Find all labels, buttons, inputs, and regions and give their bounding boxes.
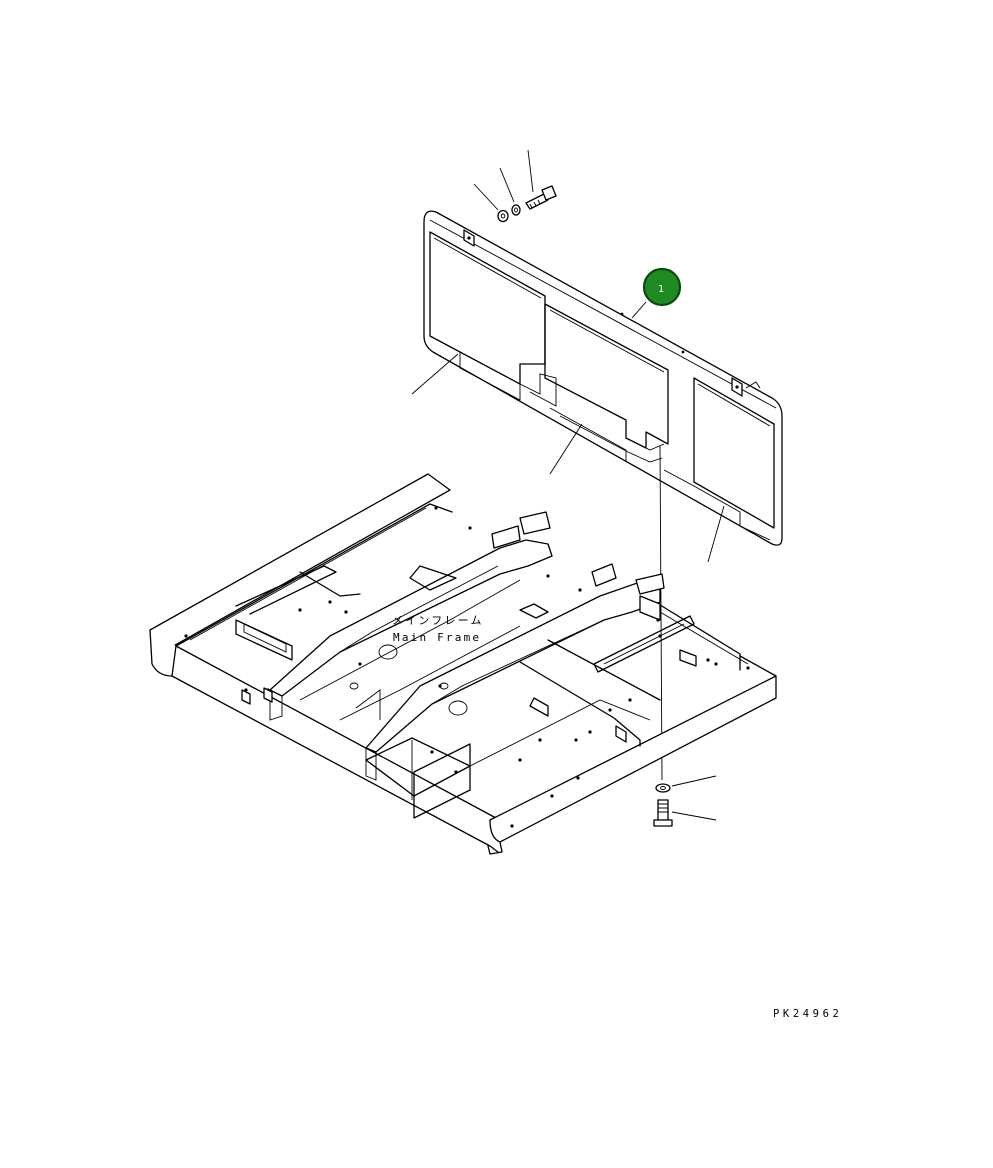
callout-badge[interactable]: [642, 267, 682, 307]
drawing-code: PK24962: [773, 1008, 842, 1020]
callout-number: 1: [658, 284, 664, 295]
cover-panel: [423, 210, 783, 546]
frame-label-en: Main Frame: [393, 631, 481, 644]
top-hardware: [473, 149, 557, 223]
bottom-hardware: [653, 775, 717, 827]
frame-label-jp: メインフレーム: [392, 614, 484, 627]
main-frame: [149, 473, 777, 855]
callout-1[interactable]: 1: [631, 267, 682, 319]
